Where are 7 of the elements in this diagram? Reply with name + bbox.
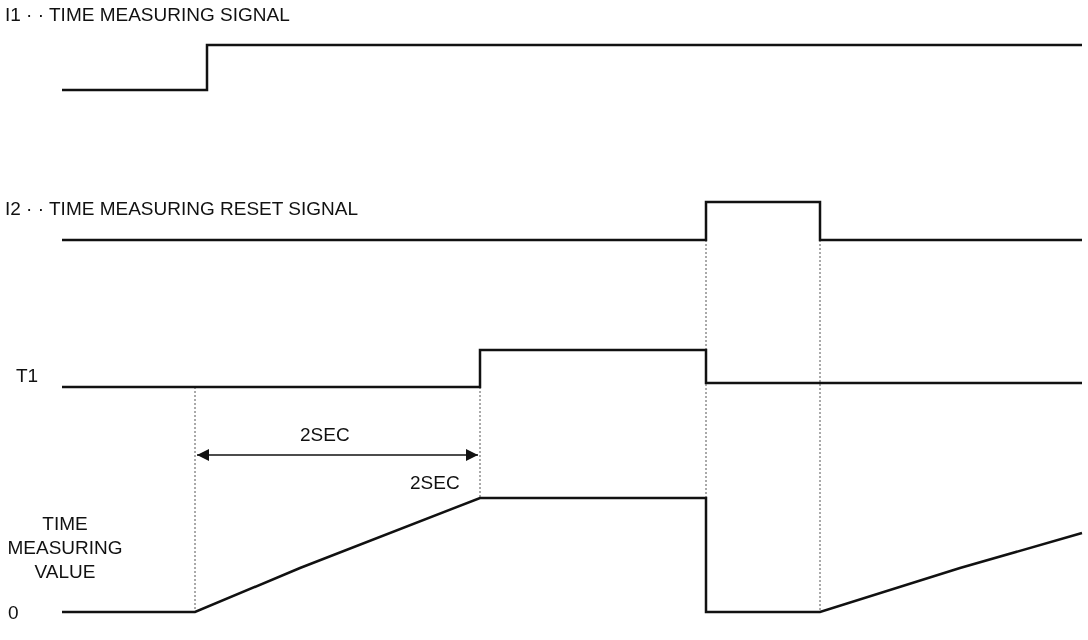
axis-label: TIME MEASURING VALUE [6, 512, 124, 584]
signal-label: I1 · · TIME MEASURING SIGNAL [5, 4, 290, 26]
dimension-label: 2SEC [300, 424, 350, 446]
value-label: 2SEC [410, 472, 460, 494]
axis-label: 0 [8, 602, 19, 624]
signal-label: T1 [16, 365, 39, 387]
signal-label: I2 · · TIME MEASURING RESET SIGNAL [5, 198, 358, 220]
